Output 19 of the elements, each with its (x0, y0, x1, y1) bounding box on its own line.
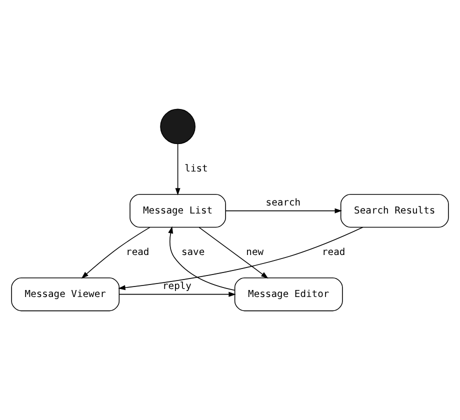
node-box: Search Results (340, 194, 449, 228)
arrow (225, 208, 342, 214)
node-box: Message Viewer (11, 277, 120, 312)
node-box: Message List (130, 194, 226, 228)
arrow (175, 144, 180, 196)
node-circle (160, 108, 196, 144)
arrow (168, 226, 236, 291)
edge-label: search (266, 198, 301, 209)
node-box: Message Editor (234, 277, 343, 312)
edge-label: read (322, 247, 346, 258)
arrow (81, 227, 150, 279)
arrow (118, 226, 364, 290)
arrow (198, 227, 268, 278)
edge-label: save (181, 247, 205, 258)
edge-label: new (246, 247, 264, 258)
arrow (119, 292, 236, 297)
edge-label: list (184, 164, 208, 175)
edge-label: read (126, 247, 150, 258)
edge-label: reply (162, 281, 192, 292)
